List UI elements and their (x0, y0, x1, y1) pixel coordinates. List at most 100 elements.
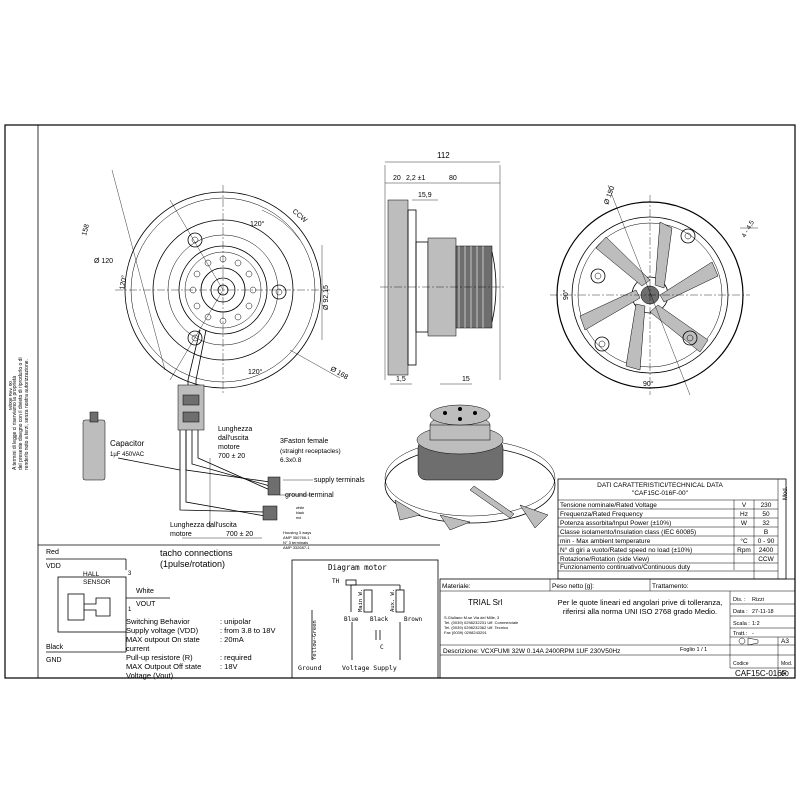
dim-150: Ø 150 (603, 185, 616, 205)
front-view: 158 Ø 120 120° 120° 120° Ø 92,15 Ø 168 C… (81, 169, 349, 400)
spec-label-3: current (126, 644, 150, 653)
dim-92-15: Ø 92,15 (323, 285, 330, 310)
angle-120-left: 120° (118, 275, 128, 291)
housing-line-1: Housing 3 ways (283, 530, 311, 535)
wire-blue: Blue (344, 616, 359, 623)
spec-label-5: MAX Outpout Off state (126, 662, 201, 671)
supply-terminals-label: supply terminals (314, 477, 365, 484)
spec-label-1: Supply voltage (VDD) (126, 626, 199, 635)
upper-length-label-2: dall'uscita (218, 435, 249, 442)
row-value-6: CCW (758, 556, 774, 563)
dim-20: 20 (393, 175, 401, 182)
angle-90-bottom: 90° (643, 380, 654, 388)
peso-label: Peso netto [g]: (552, 583, 594, 590)
faston-label-2: (straight receptacles) (280, 448, 341, 455)
row-label-0: Tensione nominale/Rated Voltage (560, 502, 657, 509)
tacho-connections: tacho connections (1pulse/rotation) Red … (46, 548, 275, 680)
voltage-supply-label: Voltage Supply (342, 664, 397, 672)
housing-line-2: AMP 350766-1 (283, 535, 310, 540)
spec-value-0: : unipolar (220, 617, 251, 626)
row-label-4: min - Max ambient temperature (560, 538, 651, 545)
technical-data-table: Mod. DATI CARATTERISTICI/TECHNICAL DATA … (557, 478, 789, 580)
tacho-specs: Switching Behavior : unipolar Supply vol… (126, 617, 275, 680)
row-unit-0: V (742, 502, 747, 509)
cable-labels: Lunghezza dall'uscita motore 700 ± 20 3F… (170, 426, 365, 550)
data-label: Data : (733, 609, 748, 615)
tacho-subtitle: (1pulse/rotation) (160, 559, 225, 569)
upper-length-label-1: Lunghezza (218, 426, 252, 433)
form-code: M/006 Rev. 00 (8, 381, 13, 410)
wire-black-motor: Black (370, 616, 388, 623)
company-address-3: Fax (0039) 0298243291 (444, 630, 487, 635)
motor-th: TH (332, 578, 340, 585)
dim-158: 158 (81, 223, 91, 236)
tacho-vdd: VDD (46, 563, 61, 570)
spec-value-2: : 20mA (220, 635, 244, 644)
dis-label: Dis. : (733, 597, 746, 603)
company-name: TRIAL Srl (468, 598, 503, 607)
tacho-red: Red (46, 549, 59, 556)
side-view: 112 20 2,2 ±1 80 15,9 1,5 15 (380, 151, 505, 385)
spec-value-4: : required (220, 653, 252, 662)
tacho-pin-1: 1 (128, 607, 132, 613)
tacho-pin-3: 3 (128, 571, 132, 577)
lower-length-label-1: Lunghezza dall'uscita (170, 522, 237, 529)
row-unit-5: Rpm (737, 547, 751, 554)
hall-label-1: HALL (83, 571, 100, 578)
angle-90-left: 90° (562, 289, 570, 300)
dim-120: Ø 120 (94, 258, 113, 265)
wire-black: black (296, 511, 304, 515)
main-winding: Main W. (358, 589, 364, 612)
row-value-1: 50 (762, 511, 770, 518)
row-unit-2: W (741, 520, 748, 527)
row-label-5: N° di giri a vuoto/Rated speed no load (… (560, 546, 692, 554)
legal-notice: A termini di legge ci riserviamo la prop… (8, 357, 30, 470)
capacitor-c: C (380, 644, 384, 651)
faston-label-3: 6.3x0.8 (280, 457, 302, 464)
row-label-2: Potenza assorbita/Input Power (±10%) (560, 520, 671, 527)
dim-2-2: 2,2 ±1 (406, 175, 426, 182)
back-view: Ø 150 4 - 4,5 90° 90° (550, 184, 758, 396)
row-value-5: 2400 (759, 547, 774, 554)
spec-label-6: Voltage (Vout) (126, 671, 174, 680)
wire-red: red (296, 516, 301, 520)
lower-length-value: 700 ± 20 (226, 531, 253, 538)
foglio: Foglio 1 / 1 (680, 647, 707, 653)
dim-15-9: 15,9 (418, 192, 432, 199)
upper-length-label-3: motore (218, 444, 240, 451)
upper-length-value: 700 ± 20 (218, 453, 245, 460)
spec-label-4: Pull-up resistore (R) (126, 653, 193, 662)
title-block: Materiale: Peso netto [g]: Trattamento: … (439, 578, 796, 679)
row-value-3: B (764, 529, 768, 536)
cable-assembly (117, 384, 313, 539)
scala-label: Scala : (733, 621, 750, 627)
legal-line-3: renderlo noto a terzi, senza nostra auto… (24, 359, 30, 470)
tacho-gnd: GND (46, 657, 62, 664)
tech-header-1: DATI CARATTERISTICI/TECHNICAL DATA (597, 482, 723, 489)
projection-symbol (738, 637, 759, 646)
row-value-0: 230 (761, 502, 772, 509)
ground-label: Ground (298, 664, 322, 672)
impeller-blades (579, 221, 719, 371)
yellow-green-wire: Yellow-Green (312, 620, 318, 660)
motor-diagram-title: Diagram motor (328, 563, 387, 572)
codice-value: CAF15C-016F (735, 669, 787, 678)
data-value: 27-11-18 (752, 609, 774, 615)
capacitor-title: Capacitor (110, 439, 145, 448)
legal-line-1: A termini di legge ci riserviamo la prop… (12, 376, 18, 470)
tacho-vout: VOUT (136, 601, 156, 608)
row-label-7: Funzionamento continuativo/Continuous du… (560, 564, 691, 571)
wire-white: white (296, 506, 304, 510)
sheet-format: A3 (781, 638, 789, 645)
wire-brown: Brown (404, 616, 422, 623)
tolerance-note: Per le quote lineari ed angolari prive d… (557, 598, 723, 616)
ground-terminal-label: ground terminal (285, 492, 334, 499)
housing-line-4: AMP 332687-1 (283, 545, 310, 550)
tacho-black: Black (46, 644, 64, 651)
spec-label-0: Switching Behavior (126, 617, 190, 626)
dis-value: Rizzi (752, 597, 764, 603)
row-value-2: 32 (762, 520, 770, 527)
capacitor: Capacitor 1µF 450VAC (82, 411, 145, 481)
hall-label-2: SENSOR (83, 579, 111, 586)
